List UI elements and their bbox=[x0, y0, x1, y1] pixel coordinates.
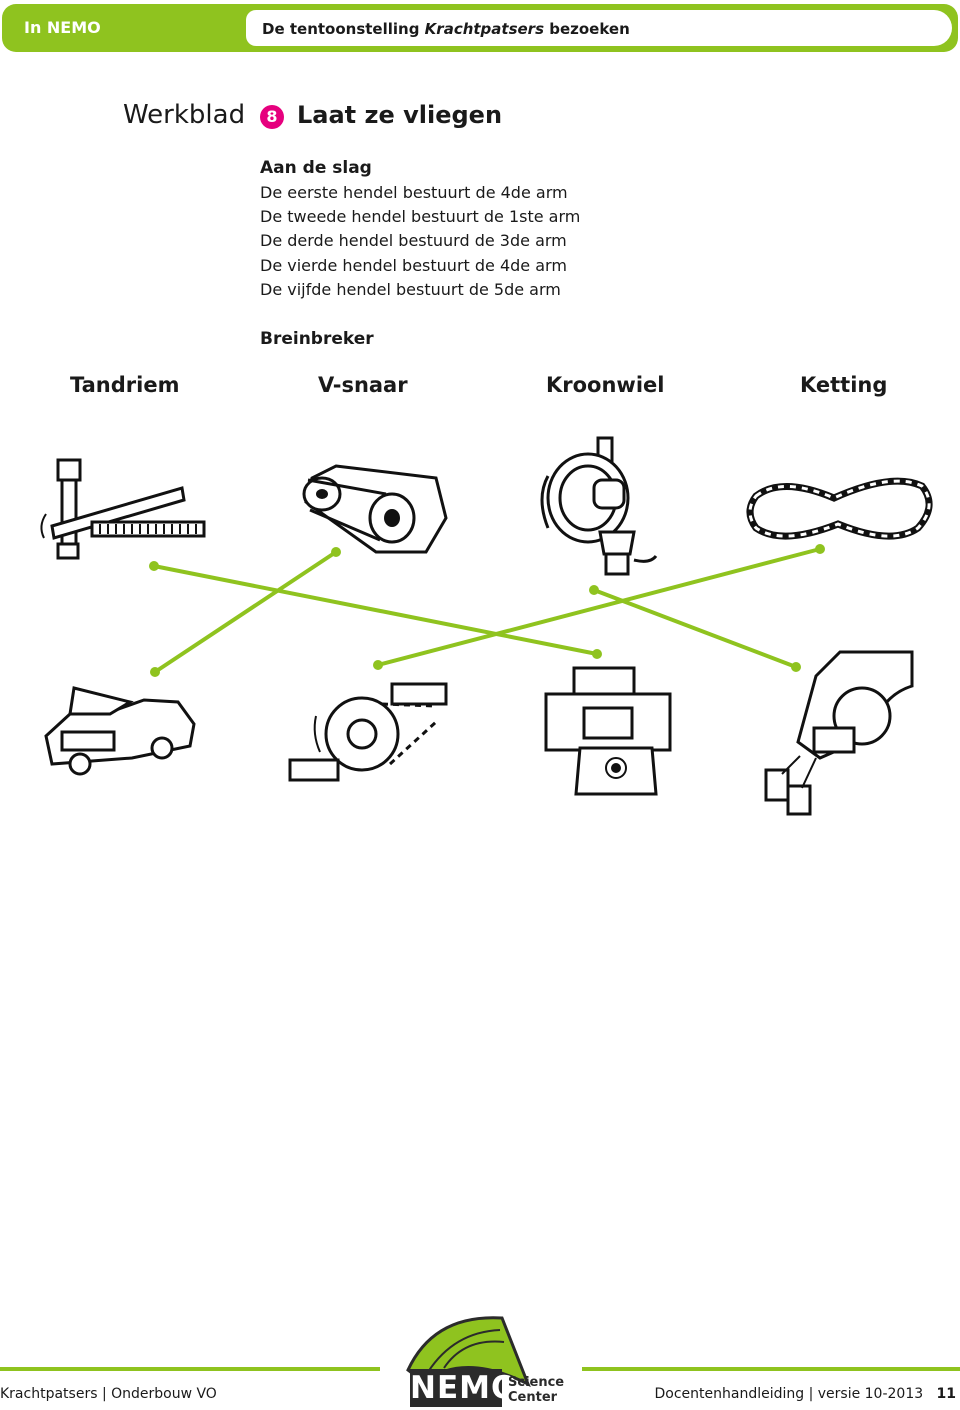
instruction-line: De eerste hendel bestuurt de 4de arm bbox=[260, 183, 568, 202]
bicycle-gear-icon bbox=[288, 682, 448, 782]
match-dot bbox=[592, 649, 602, 659]
logo-sub-center: Center bbox=[508, 1390, 558, 1405]
printer-icon bbox=[544, 666, 672, 796]
page-number: 11 bbox=[936, 1386, 956, 1402]
match-line bbox=[376, 547, 822, 667]
matching-lines bbox=[149, 544, 825, 677]
crown-gear-icon bbox=[540, 436, 658, 576]
breinbreker-heading: Breinbreker bbox=[260, 329, 374, 349]
instruction-line: De vijfde hendel bestuurt de 5de arm bbox=[260, 280, 561, 299]
header-section-label: In NEMO bbox=[24, 18, 101, 37]
footer-right-text: Docentenhandleiding | versie 10-2013 11 bbox=[654, 1386, 956, 1402]
header-bar: In NEMO De tentoonstelling Krachtpatsers… bbox=[2, 4, 958, 52]
logo-sub-science: Science bbox=[508, 1375, 565, 1390]
car-engine-icon bbox=[44, 686, 196, 776]
match-dot bbox=[150, 667, 160, 677]
match-dot bbox=[149, 561, 159, 571]
belt-engine-icon bbox=[302, 464, 448, 554]
header-title: De tentoonstelling Krachtpatsers bezoeke… bbox=[262, 20, 630, 38]
match-dot bbox=[589, 585, 599, 595]
match-dot bbox=[815, 544, 825, 554]
column-label-v-snaar: V-snaar bbox=[318, 373, 408, 397]
instruction-line: De derde hendel bestuurd de 3de arm bbox=[260, 231, 567, 250]
footer-left-text: Krachtpatsers | Onderbouw VO bbox=[0, 1386, 217, 1402]
rack-and-pinion-icon bbox=[40, 458, 206, 560]
match-line bbox=[152, 564, 599, 656]
instruction-line: De tweede hendel bestuurt de 1ste arm bbox=[260, 207, 581, 226]
chain-icon bbox=[746, 477, 933, 540]
column-label-kroonwiel: Kroonwiel bbox=[546, 373, 665, 397]
match-line bbox=[592, 588, 798, 669]
sheet-title: Laat ze vliegen bbox=[297, 101, 503, 129]
werkblad-label: Werkblad bbox=[123, 100, 246, 130]
column-label-tandriem: Tandriem bbox=[70, 373, 180, 397]
sheet-number-badge: 8 bbox=[260, 105, 284, 129]
instruction-line: De vierde hendel bestuurt de 4de arm bbox=[260, 256, 567, 275]
hand-drill-icon bbox=[764, 650, 914, 816]
aan-de-slag-heading: Aan de slag bbox=[260, 158, 372, 178]
match-dot bbox=[791, 662, 801, 672]
match-dot bbox=[331, 547, 341, 557]
header-title-pill: De tentoonstelling Krachtpatsers bezoeke… bbox=[246, 10, 952, 46]
match-dot bbox=[373, 660, 383, 670]
footer-rule-left bbox=[0, 1367, 380, 1371]
match-line bbox=[153, 550, 338, 674]
column-label-ketting: Ketting bbox=[800, 373, 888, 397]
footer-rule-right bbox=[582, 1367, 960, 1371]
nemo-logo-word: NEMO bbox=[410, 1369, 519, 1407]
